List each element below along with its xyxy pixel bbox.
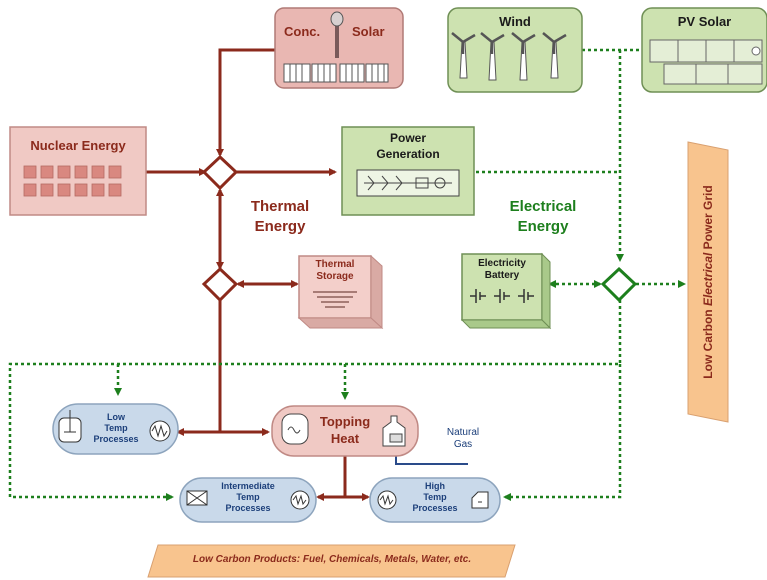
heater-icon	[281, 413, 309, 445]
high-temp-label-1: High	[425, 481, 445, 491]
thermal-connectors	[146, 48, 370, 501]
low-carbon-products-banner	[147, 544, 516, 578]
electrical-connectors	[8, 48, 686, 501]
topping-heat-label-2: Heat	[330, 431, 360, 446]
wind-box	[447, 7, 583, 93]
low-temp-label-2: Temp	[104, 423, 128, 433]
low-temp-processes-box	[52, 403, 179, 455]
furnace-icon	[382, 415, 406, 447]
low-temp-label-3: Processes	[93, 434, 139, 444]
valve-icon	[186, 490, 208, 506]
natural-gas-label-2: Gas	[453, 439, 473, 450]
junction-upper-thermal	[201, 154, 239, 191]
low-temp-label-1: Low	[107, 412, 125, 422]
power-generation-box	[341, 126, 475, 216]
high-temp-label-3: Processes	[412, 503, 458, 513]
conc-solar-label-2: Solar	[352, 24, 385, 39]
power-generation-label-1: Power	[389, 131, 426, 145]
natural-gas-label-1: Natural	[446, 427, 480, 438]
pv-solar-label: PV Solar	[677, 14, 732, 29]
nuclear-energy-label: Nuclear Energy	[30, 138, 126, 153]
power-generation-label-2: Generation	[376, 147, 440, 161]
electricity-battery-label-1: Electricity	[478, 258, 526, 269]
heat-exchanger-icon	[149, 420, 171, 442]
heat-exchanger-icon	[290, 490, 310, 510]
thermal-storage-label-2: Storage	[316, 271, 354, 282]
high-temp-label-2: Temp	[423, 492, 447, 502]
low-carbon-power-grid-label: Low Carbon Electrical Power Grid	[701, 185, 715, 378]
heliostat-field-icon	[283, 63, 389, 83]
low-carbon-products-label: Low Carbon Products: Fuel, Chemicals, Me…	[192, 554, 472, 565]
wind-turbine-icons	[451, 32, 567, 81]
electrical-energy-label-2: Energy	[517, 218, 569, 235]
thermal-storage-label-1: Thermal	[315, 259, 355, 270]
intermediate-temp-label-1: Intermediate	[221, 481, 275, 491]
nuclear-box	[9, 126, 147, 216]
intermediate-temp-label-3: Processes	[225, 503, 271, 513]
conc-solar-label-1: Conc.	[284, 24, 321, 39]
electricity-battery-box	[460, 252, 552, 330]
wind-label: Wind	[499, 14, 531, 29]
pv-solar-box	[641, 7, 767, 93]
thermal-energy-label-2: Energy	[254, 218, 306, 235]
mixing-tank-icon	[58, 410, 82, 443]
heat-exchanger-icon	[377, 490, 397, 510]
topping-heat-label-1: Topping	[319, 414, 371, 429]
intermediate-temp-processes-box	[179, 477, 317, 523]
reactor-fuel-icon	[23, 165, 122, 197]
intermediate-temp-label-2: Temp	[236, 492, 260, 502]
electrical-energy-label-1: Electrical	[509, 198, 577, 215]
pv-panel-icon	[649, 39, 763, 85]
high-temp-processes-box	[369, 477, 501, 523]
thermal-energy-label-1: Thermal	[250, 198, 310, 215]
junction-lower-thermal	[201, 266, 239, 303]
storage-layers-icon	[313, 291, 357, 308]
grid-label-emphasis: Electrical	[701, 252, 715, 307]
junction-electrical	[600, 266, 638, 303]
battery-cells-icon	[470, 289, 534, 303]
grid-label-start: Low Carbon	[701, 306, 715, 379]
solar-tower-icon	[330, 11, 344, 58]
electricity-battery-label-2: Battery	[484, 270, 520, 281]
conc-solar-box	[274, 7, 404, 89]
turbine-schematic-icon	[356, 169, 460, 197]
topping-heat-box	[271, 405, 419, 457]
low-carbon-power-grid-banner	[687, 141, 729, 423]
kiln-icon	[471, 491, 489, 509]
thermal-storage-box	[297, 254, 384, 330]
grid-label-end: Power Grid	[701, 185, 715, 253]
